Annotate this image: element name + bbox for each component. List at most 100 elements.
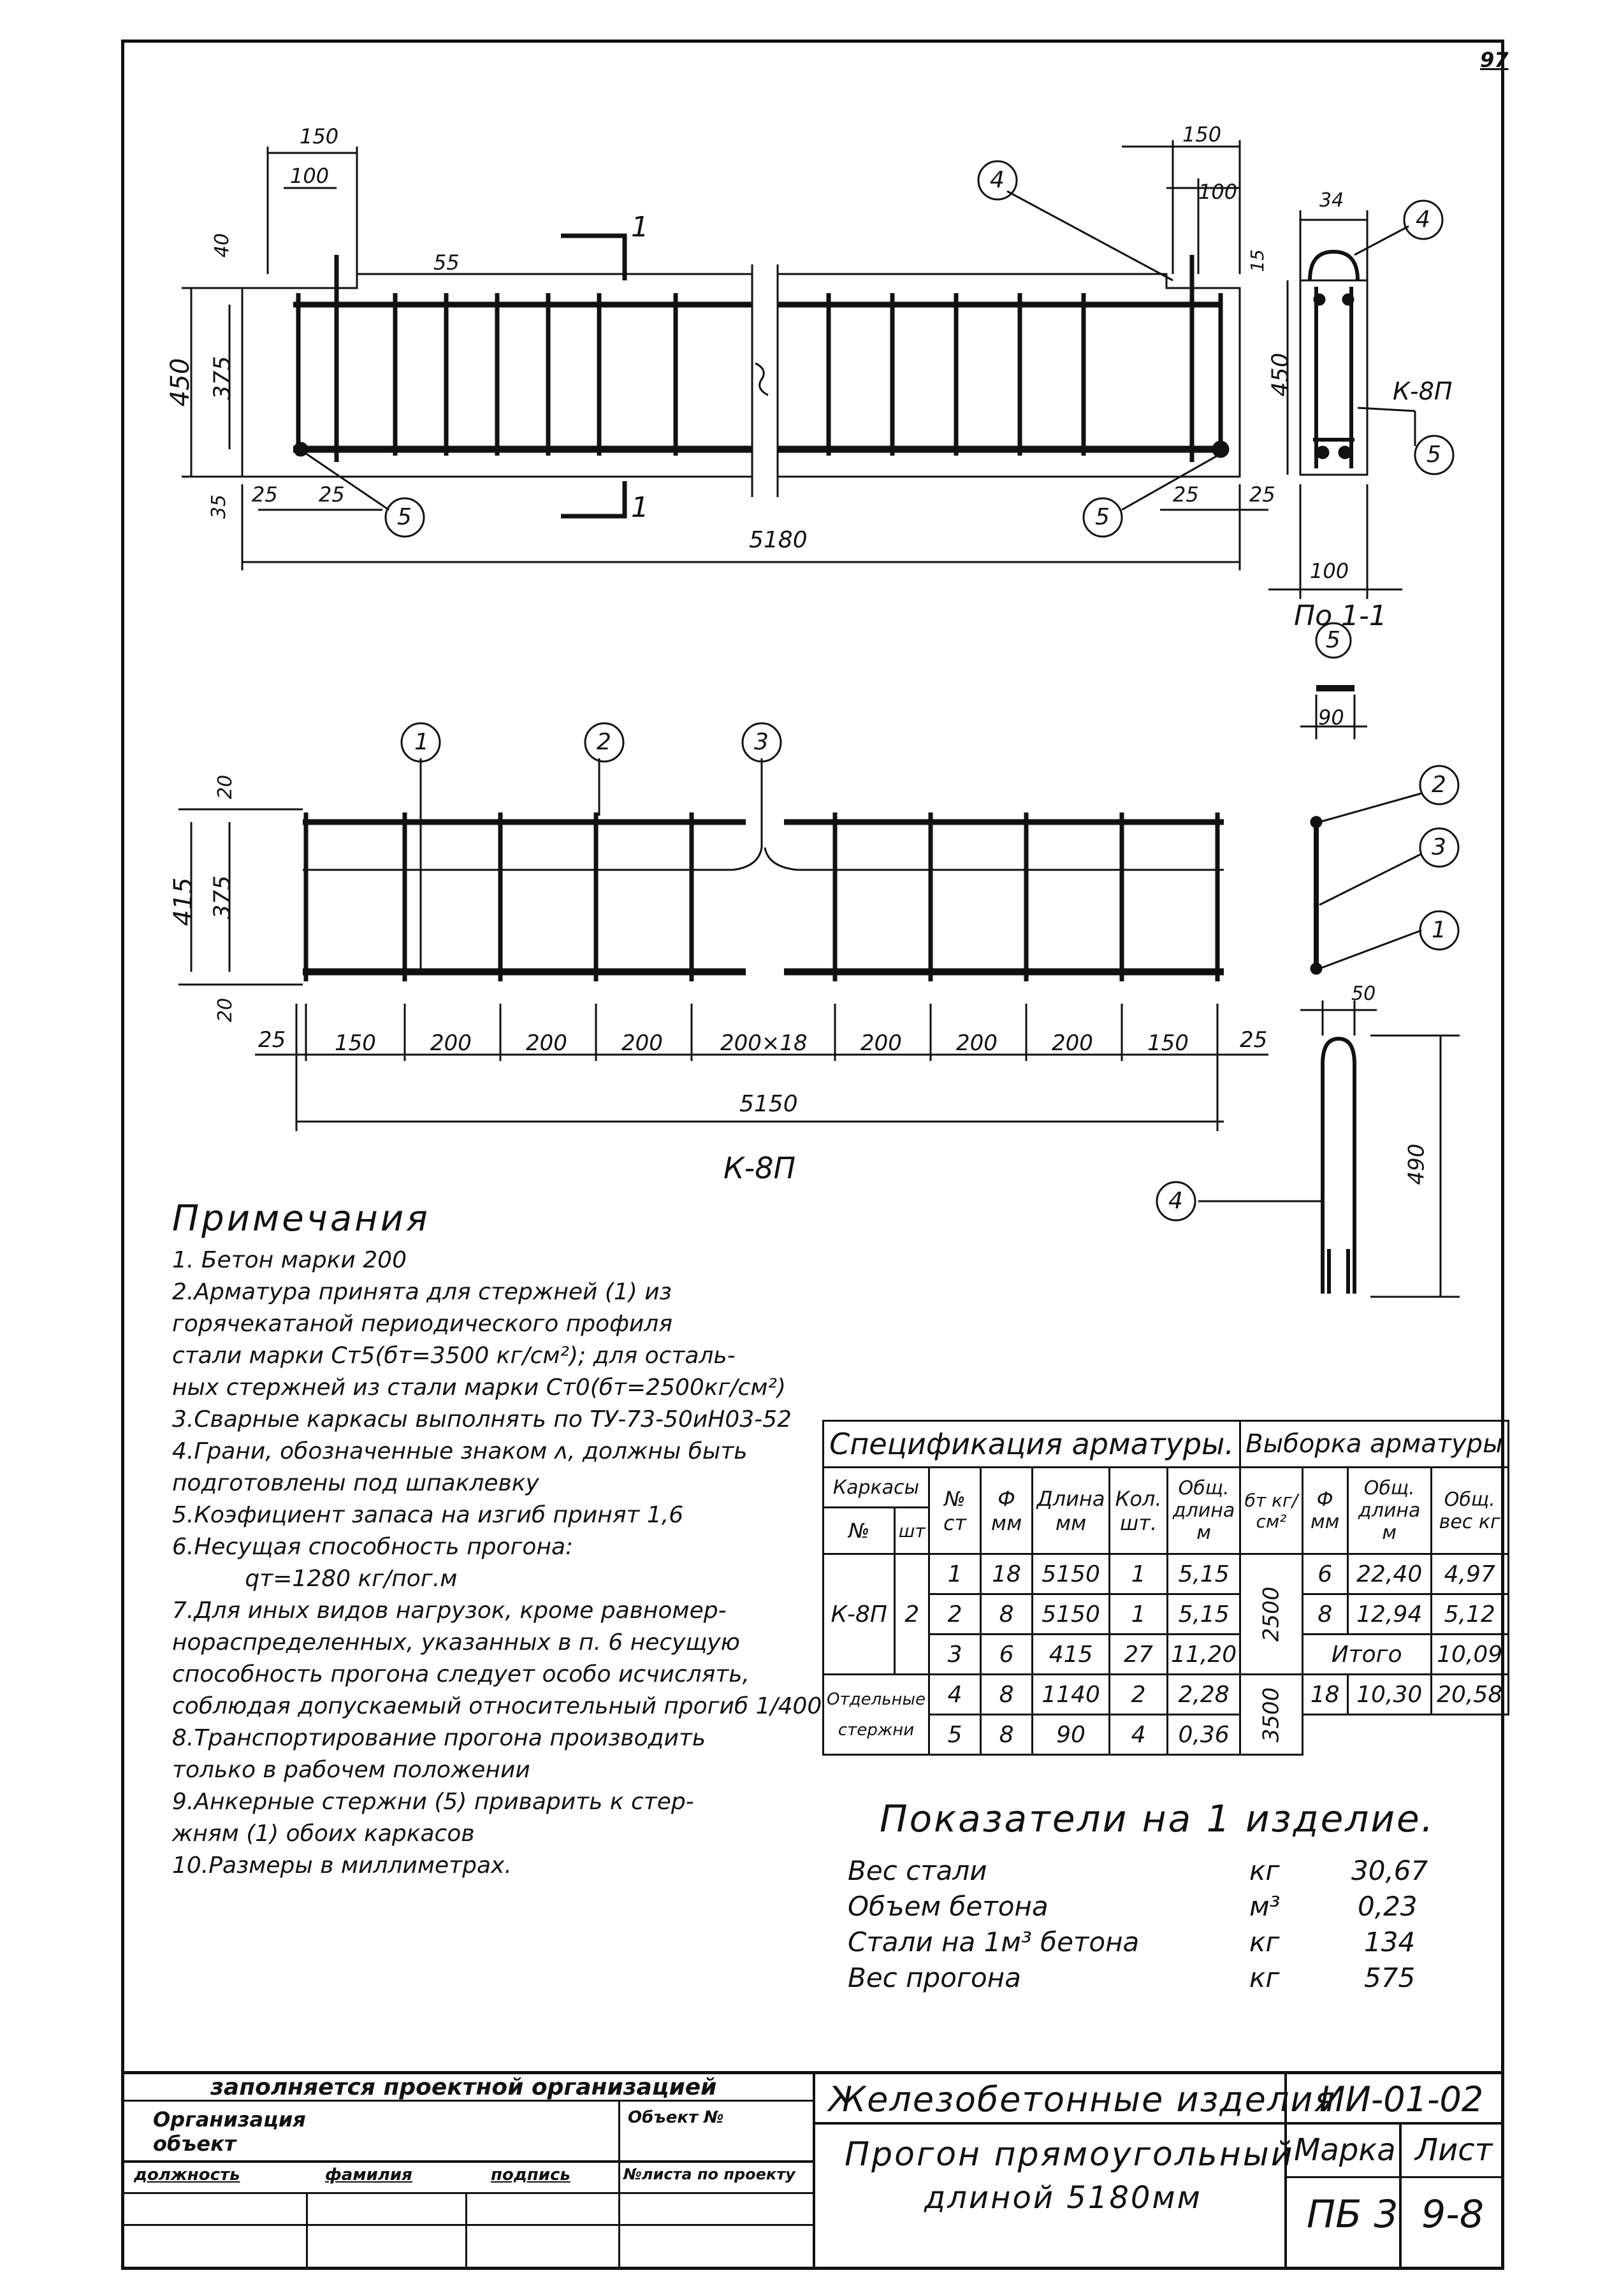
s3-w: 20,58: [1430, 1673, 1509, 1715]
section-frame-label: К-8П: [1393, 377, 1453, 405]
section-mark-bottom: 1: [631, 491, 649, 524]
series-code: ИИ-01-02: [1319, 2079, 1484, 2119]
section-dim-100: 100: [1310, 559, 1349, 583]
frame-spacing-25-left: 25: [258, 1027, 286, 1053]
frame-title: К-8П: [723, 1151, 796, 1185]
hdr-diam: Ф мм: [980, 1466, 1034, 1555]
row3-rod: 3: [928, 1633, 982, 1675]
row5-cnt: 4: [1108, 1714, 1169, 1756]
dim-450: 450: [166, 357, 196, 407]
sheet-label: Лист: [1415, 2132, 1493, 2168]
frame-qty: 2: [894, 1553, 931, 1675]
indicator-row: Вес стали кг 30,67: [848, 1858, 1472, 1893]
side-callout-2: 2: [1432, 772, 1446, 798]
grade-3500: 3500: [1258, 1687, 1284, 1742]
indicator-label: Вес прогона: [848, 1962, 1021, 1993]
row2-rod: 2: [928, 1593, 982, 1635]
row2-d: 8: [980, 1593, 1034, 1635]
note-line: qт=1280 кг/пог.м: [172, 1566, 458, 1592]
frame-dim-415: 415: [169, 877, 199, 927]
page-number: 97: [1480, 48, 1509, 72]
note-line: 5.Коэфициент запаса на изгиб принят 1,6: [172, 1502, 684, 1528]
frame-mark: К-8П: [822, 1553, 896, 1675]
row1-cnt: 1: [1108, 1553, 1169, 1595]
frame-callout-2: 2: [597, 729, 611, 755]
dim-25-a: 25: [252, 482, 278, 507]
note-line: 10.Размеры в миллиметрах.: [172, 1852, 512, 1879]
indicator-row: Объем бетона м³ 0,23: [848, 1893, 1472, 1929]
frame-dim-20-top: 20: [214, 774, 237, 800]
indicator-unit: м³: [1249, 1891, 1281, 1922]
dim-25-d: 25: [1249, 482, 1275, 507]
note-line: нораспределенных, указанных в п. 6 несущ…: [172, 1629, 740, 1656]
hdr-grade: бт кг/см²: [1239, 1466, 1303, 1555]
hdr-s-weight: Общ. вес кг: [1430, 1466, 1509, 1555]
product-line-1: Прогон прямоугольный: [845, 2135, 1295, 2174]
row2-len: 5150: [1031, 1593, 1111, 1635]
dim-40: 40: [211, 233, 234, 258]
dim-100-left: 100: [290, 164, 330, 188]
note-line: подготовлены под шпаклевку: [172, 1470, 539, 1496]
indicator-label: Объем бетона: [848, 1891, 1049, 1922]
frame-spacing-200-b: 200: [526, 1030, 567, 1056]
dim-150-right: 150: [1182, 122, 1222, 147]
rod4-dim-50: 50: [1351, 983, 1376, 1005]
row1-total: 5,15: [1166, 1553, 1242, 1595]
frame-spacing-150-left: 150: [335, 1030, 376, 1056]
frame-callout-3: 3: [754, 729, 769, 755]
callout-5-left: 5: [397, 504, 412, 530]
indicator-row: Стали на 1м³ бетона кг 134: [848, 1929, 1472, 1965]
series-title: Железобетонные изделия: [829, 2079, 1336, 2119]
callout-4-beam: 4: [990, 167, 1005, 193]
row4-total: 2,28: [1166, 1673, 1242, 1715]
product-line-2: длиной 5180мм: [924, 2180, 1202, 2216]
total-label: Итого: [1301, 1633, 1432, 1675]
hdr-length: Длина мм: [1031, 1466, 1111, 1555]
row4-d: 8: [980, 1673, 1034, 1715]
note-line: 6.Несущая способность прогона:: [172, 1534, 574, 1560]
indicator-label: Стали на 1м³ бетона: [848, 1926, 1140, 1958]
note-line: стали марки Ст5(бт=3500 кг/см²); для ост…: [172, 1343, 736, 1369]
dim-35: 35: [208, 494, 231, 519]
note-line: только в рабочем положении: [172, 1757, 530, 1783]
note-line: горячекатаной периодического профиля: [172, 1311, 672, 1337]
position-label: должность: [134, 2165, 240, 2184]
org-label: Организация: [153, 2107, 306, 2132]
hdr-count: Кол. шт.: [1108, 1466, 1169, 1555]
note-line: жням (1) обоих каркасов: [172, 1821, 475, 1847]
frame-dim-20-bottom: 20: [214, 997, 237, 1023]
filled-by-label: заполняется проектной организацией: [210, 2074, 717, 2100]
note-line: 2.Арматура принята для стержней (1) из: [172, 1279, 672, 1305]
s2-len: 12,94: [1346, 1593, 1432, 1635]
row5-len: 90: [1031, 1714, 1111, 1756]
section-dim-450: 450: [1267, 352, 1294, 397]
spec-title: Спецификация арматуры.: [822, 1420, 1242, 1468]
row2-total: 5,15: [1166, 1593, 1242, 1635]
total-value: 10,09: [1430, 1633, 1509, 1675]
row4-rod: 4: [928, 1673, 982, 1715]
frame-spacing-200-f: 200: [1052, 1030, 1093, 1056]
hdr-s-length: Общ. длина м: [1346, 1466, 1432, 1555]
note-line: 4.Грани, обозначенные знаком ʌ, должны б…: [172, 1438, 748, 1464]
row3-len: 415: [1031, 1633, 1111, 1675]
indicator-row: Вес прогона кг 575: [848, 1965, 1472, 2000]
hdr-no: №: [822, 1506, 896, 1555]
dim-150-left: 150: [300, 124, 339, 148]
row3-cnt: 27: [1108, 1633, 1169, 1675]
hdr-frames: Каркасы: [822, 1466, 931, 1508]
row1-d: 18: [980, 1553, 1034, 1595]
indicator-label: Вес стали: [848, 1855, 987, 1886]
row1-len: 5150: [1031, 1553, 1111, 1595]
side-callout-3: 3: [1432, 834, 1446, 860]
title-block: заполняется проектной организацией Орган…: [121, 2071, 1504, 2270]
row5-d: 8: [980, 1714, 1034, 1756]
row3-total: 11,20: [1166, 1633, 1242, 1675]
indicator-unit: кг: [1249, 1962, 1280, 1993]
row2-cnt: 1: [1108, 1593, 1169, 1635]
frame-spacing-200-d: 200: [860, 1030, 902, 1056]
indicators-list: Вес стали кг 30,67 Объем бетона м³ 0,23 …: [848, 1858, 1472, 2000]
hdr-qty: шт: [894, 1506, 931, 1555]
dim-55: 55: [433, 250, 460, 275]
